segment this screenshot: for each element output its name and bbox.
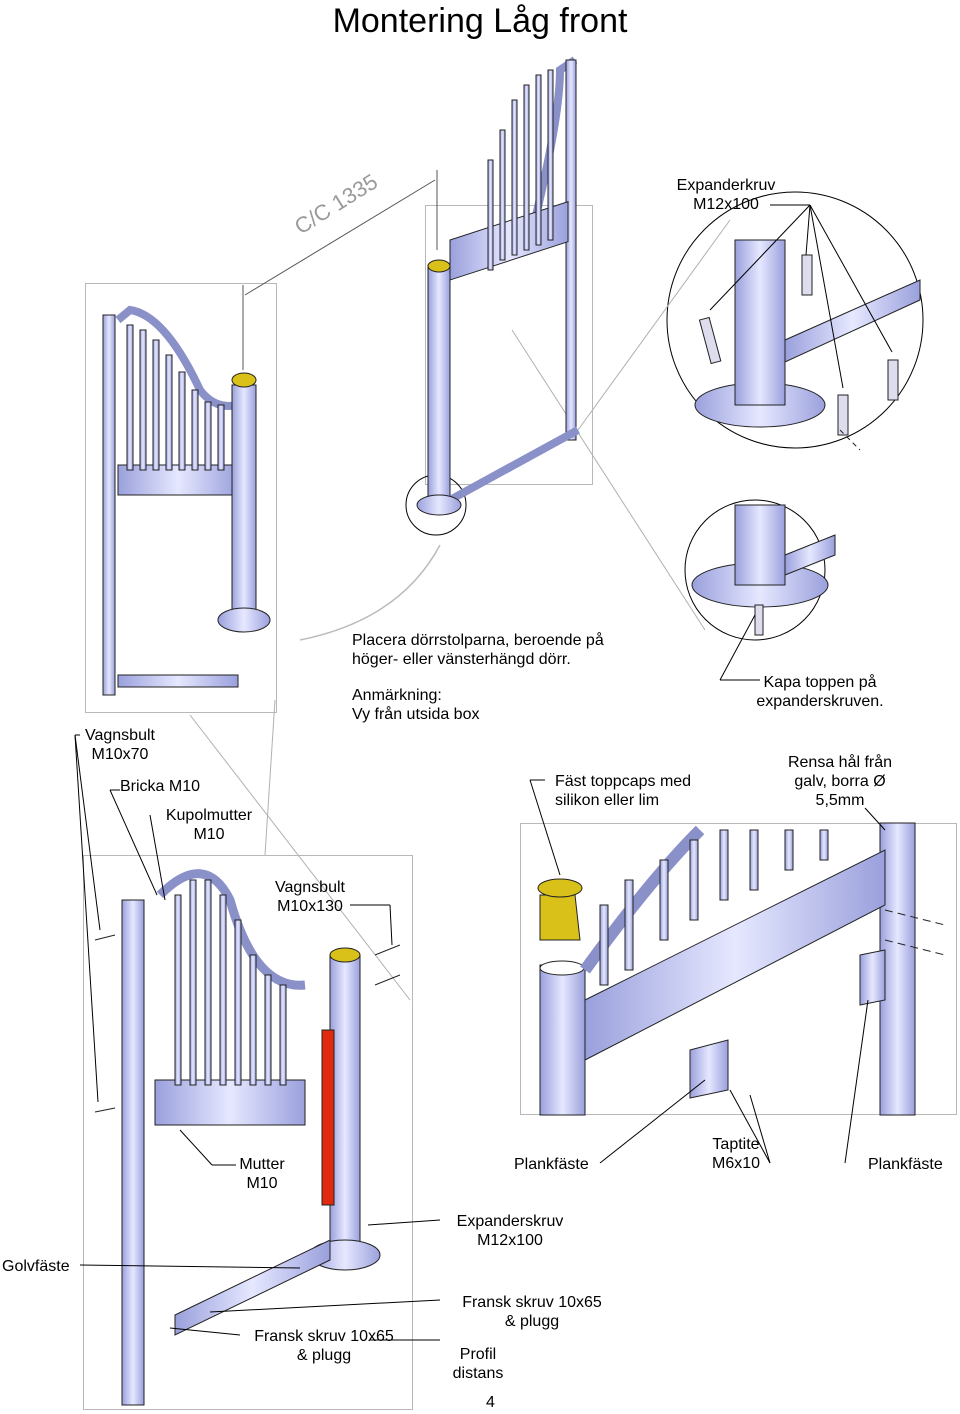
detail-circle-cut [684,499,826,641]
taptite-label: Taptite M6x10 [711,1136,761,1172]
vagnsbult-m10x70-label: Vagnsbult M10x70 [85,727,155,763]
expander-leaders [709,204,893,389]
page-title: Montering Låg front [332,2,628,40]
upper-middle-frame [425,205,593,485]
kapa-label: Kapa toppen på expanderskruven. [756,674,884,710]
kupolmutter-label: Kupolmutter M10 [165,807,253,843]
lower-left-assembly [94,869,401,1406]
bricka-label: Bricka M10 [120,778,201,795]
mutter-label: Mutter M10 [239,1156,285,1192]
dimension-cc [242,170,438,370]
lower-right-frame [520,823,957,1115]
lower-left-leaders [74,734,441,1341]
profil-distans-label: Profil distans [452,1346,504,1382]
upper-left-frame [85,283,277,713]
anmarkning-note: Anmärkning: Vy från utsida box [352,687,480,723]
placera-note: Placera dörrstolparna, beroende på höger… [352,632,604,668]
fransk-skruv-label-1: Fransk skruv 10x65 & plugg [462,1294,602,1330]
vagnsbult-m10x130-label: Vagnsbult M10x130 [275,879,345,915]
lower-left-frame [83,855,413,1410]
upper-left-gate [102,305,271,696]
cut-detail [691,504,836,636]
upper-middle-gate [416,56,580,516]
expanderskruv-bottom-label: Expanderskruv M12x100 [456,1213,564,1249]
plankfaste-label-1: Plankfäste [514,1156,589,1173]
detail-circle-expander [666,191,924,449]
curved-arrow [299,544,441,641]
lower-right-detail [537,822,946,1116]
page-number: 4 [486,1394,495,1411]
fransk-skruv-label-2: Fransk skruv 10x65 & plugg [254,1328,394,1364]
rensa-label: Rensa hål från galv, borra Ø 5,5mm [787,754,893,809]
expanderkruv-top-label: Expanderkruv M12x100 [676,177,776,213]
golvfaste-label: Golvfäste [2,1258,70,1275]
plankfaste-label-2: Plankfäste [868,1156,943,1173]
expander-detail [694,239,921,451]
lower-right-leaders [529,779,886,1164]
fast-toppcaps-label: Fäst toppcaps med silikon eller lim [555,773,692,809]
